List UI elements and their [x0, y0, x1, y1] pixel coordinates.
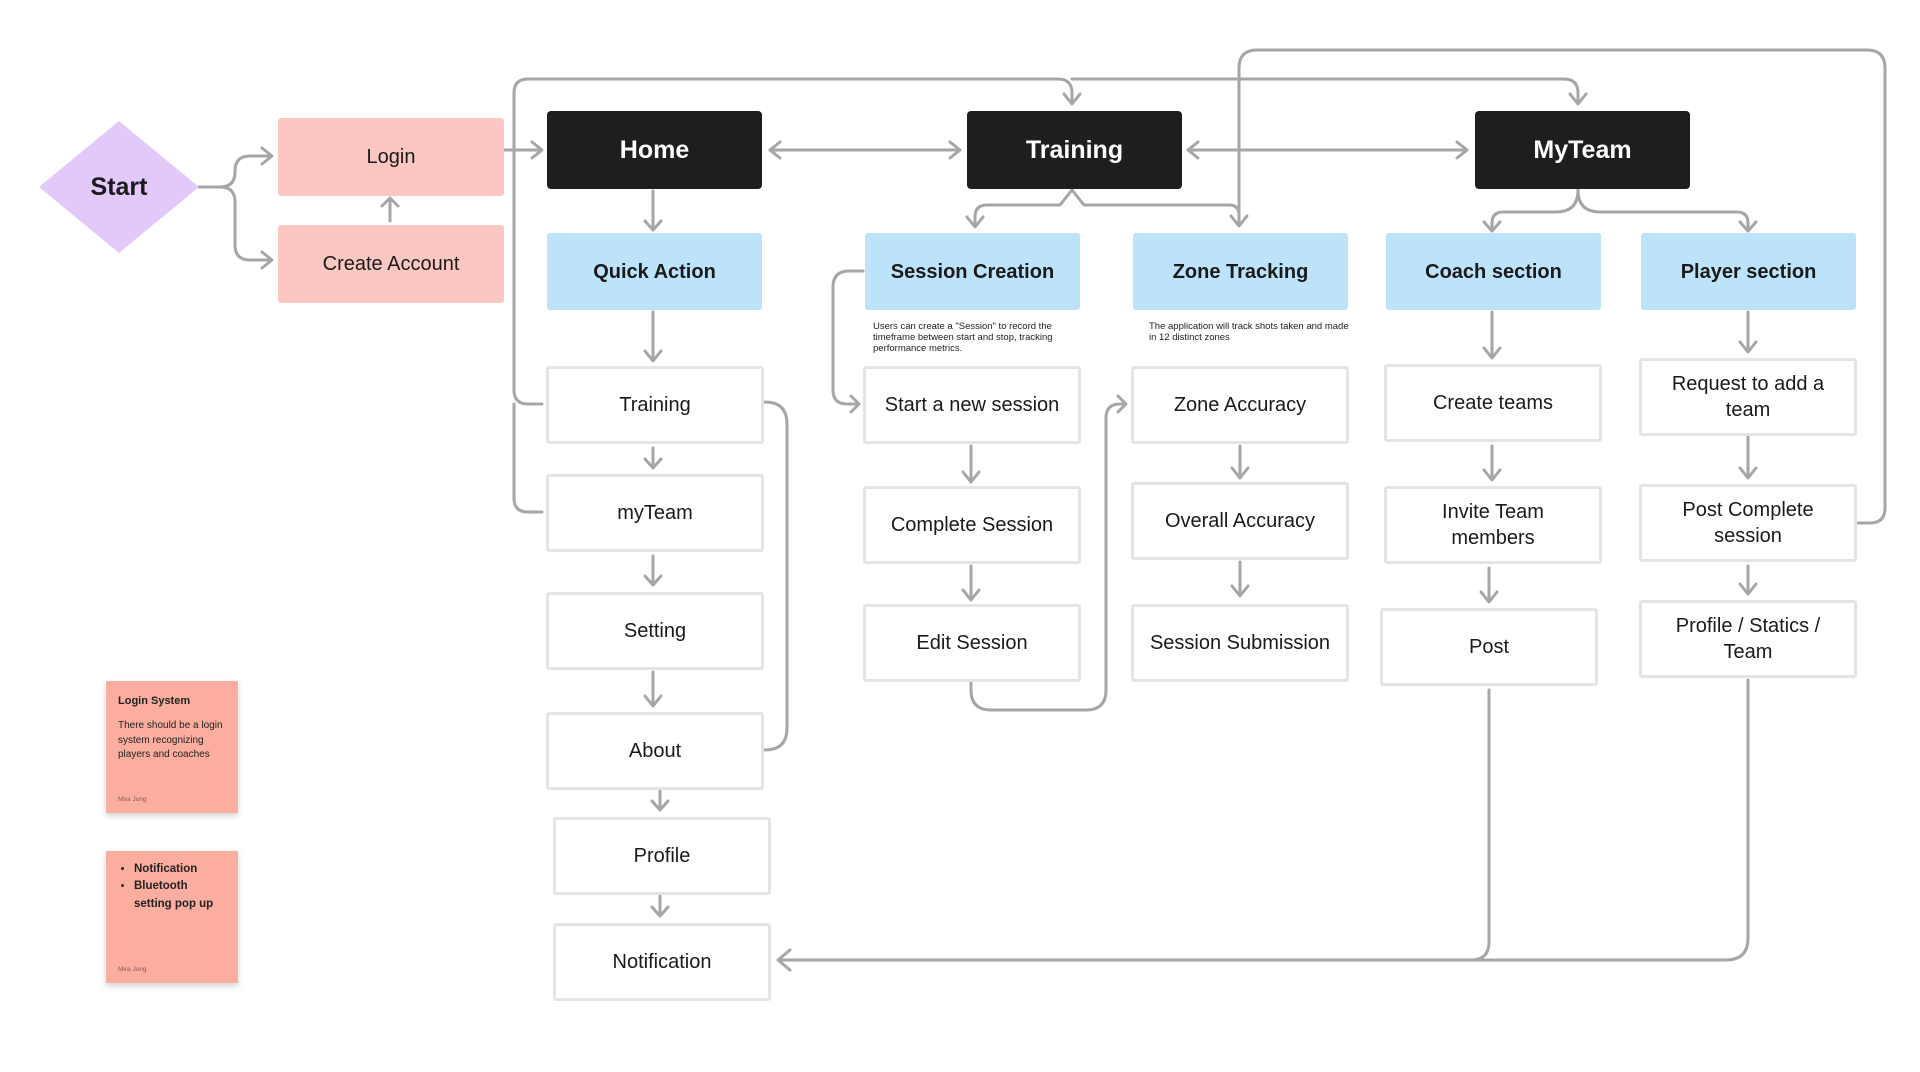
- notification-node: Notification: [553, 923, 771, 1001]
- sticky-notification: Notification Bluetooth setting pop up Mi…: [106, 851, 238, 983]
- sticky-bullet-notification: Notification: [134, 861, 228, 878]
- start-new-session-node: Start a new session: [863, 366, 1081, 444]
- overall-accuracy-node: Overall Accuracy: [1131, 482, 1349, 560]
- training-node: Training: [967, 111, 1182, 189]
- session-creation-note: Users can create a "Session" to record t…: [873, 321, 1053, 354]
- home-node: Home: [547, 111, 762, 189]
- edit-session-node: Edit Session: [863, 604, 1081, 682]
- sticky-notification-author: Mira Jung: [118, 966, 147, 973]
- zone-tracking-note: The application will track shots taken a…: [1149, 321, 1349, 343]
- player-section-node: Player section: [1641, 233, 1856, 310]
- zone-tracking-node: Zone Tracking: [1133, 233, 1348, 310]
- sticky-bullet-bluetooth: Bluetooth setting pop up: [134, 878, 228, 913]
- start-node: Start: [39, 121, 199, 253]
- home-training-node: Training: [546, 366, 764, 444]
- myteam-node: MyTeam: [1475, 111, 1690, 189]
- setting-node: Setting: [546, 592, 764, 670]
- session-submission-node: Session Submission: [1131, 604, 1349, 682]
- create-account-node: Create Account: [278, 225, 504, 303]
- session-creation-node: Session Creation: [865, 233, 1080, 310]
- start-label: Start: [90, 172, 148, 201]
- about-node: About: [546, 712, 764, 790]
- sticky-login-system: Login System There should be a login sys…: [106, 681, 238, 813]
- sticky-notification-list: Notification Bluetooth setting pop up: [118, 861, 228, 913]
- profile-statics-team-node: Profile / Statics / Team: [1639, 600, 1857, 678]
- login-node: Login: [278, 118, 504, 196]
- request-add-team-node: Request to add a team: [1639, 358, 1857, 436]
- sticky-login-body: There should be a login system recognizi…: [118, 720, 223, 760]
- create-teams-node: Create teams: [1384, 364, 1602, 442]
- sticky-login-author: Mira Jung: [118, 796, 147, 803]
- sticky-login-title: Login System: [118, 695, 191, 707]
- home-myteam-node: myTeam: [546, 474, 764, 552]
- quick-action-node: Quick Action: [547, 233, 762, 310]
- invite-team-members-node: Invite Team members: [1384, 486, 1602, 564]
- coach-post-node: Post: [1380, 608, 1598, 686]
- post-complete-session-node: Post Complete session: [1639, 484, 1857, 562]
- zone-accuracy-node: Zone Accuracy: [1131, 366, 1349, 444]
- profile-node: Profile: [553, 817, 771, 895]
- coach-section-node: Coach section: [1386, 233, 1601, 310]
- complete-session-node: Complete Session: [863, 486, 1081, 564]
